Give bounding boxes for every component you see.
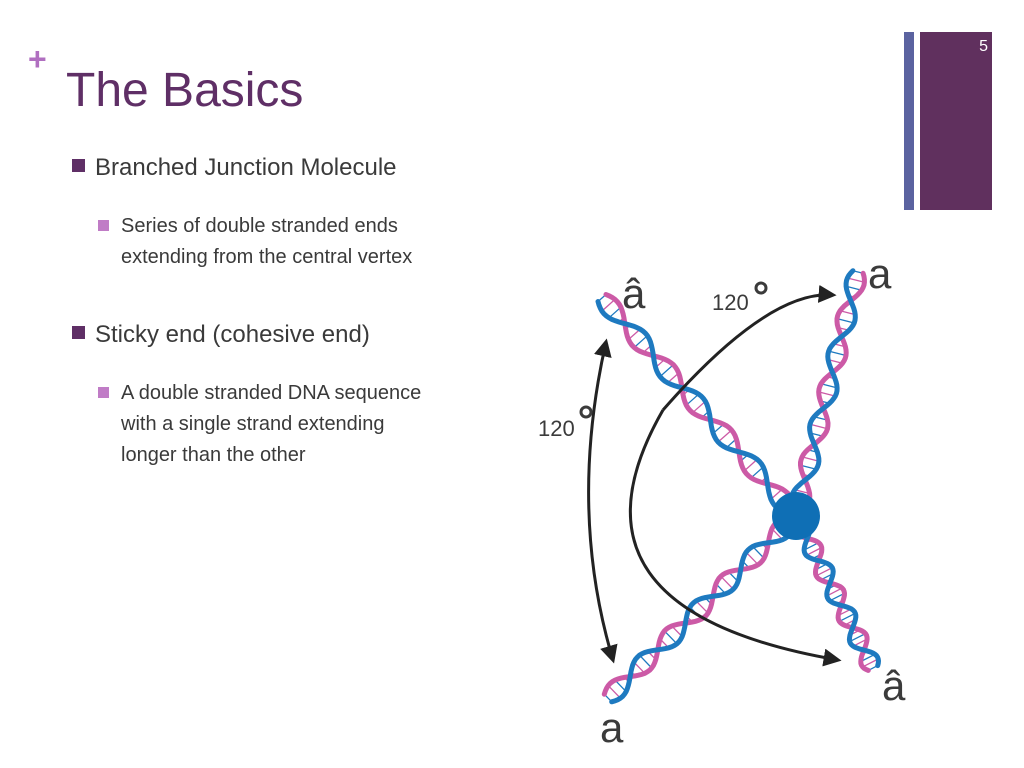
base-pair (839, 612, 856, 622)
subbullet-line: longer than the other (121, 444, 306, 466)
base-pair (836, 317, 855, 324)
base-pair (720, 575, 734, 590)
base-pair (717, 429, 733, 443)
subbullet-dna-sequence: A double stranded DNA sequence with a si… (98, 378, 421, 471)
degree-symbol-icon (579, 405, 593, 419)
base-pair (663, 630, 678, 645)
base-pair (743, 458, 758, 472)
dna-strand-arm-3 (601, 513, 799, 697)
subbullet-line: extending from the central vertex (121, 246, 413, 268)
plus-mark-icon: + (28, 41, 47, 77)
arrow-right-arc (628, 409, 842, 667)
bullet-text: Sticky end (cohesive end) (95, 321, 370, 348)
degree-symbol-icon (754, 281, 768, 295)
dna-strand-arm-2 (793, 270, 867, 519)
angle-label-left: 120 (538, 416, 575, 441)
base-pair (847, 277, 865, 283)
bullet-branched-junction: Branched Junction Molecule (72, 153, 397, 183)
angle-label-top: 120 (712, 290, 749, 315)
base-pair (849, 633, 866, 643)
base-pair (607, 685, 621, 699)
base-pair (862, 658, 879, 668)
base-pair (685, 393, 700, 406)
square-bullet-icon (72, 159, 85, 172)
base-pair (601, 298, 616, 312)
base-pair (805, 546, 822, 556)
label-top-left: â (622, 270, 646, 317)
subbullet-series: Series of double stranded ends extending… (98, 211, 412, 273)
base-pair (695, 600, 709, 614)
slide-title: The Basics (66, 64, 304, 117)
subbullet-line: A double stranded DNA sequence (121, 382, 422, 404)
base-pair (633, 335, 648, 348)
base-pair (815, 567, 833, 577)
base-pair (745, 551, 759, 566)
base-pair (639, 654, 653, 669)
base-pair (692, 400, 706, 414)
dna-strand-arm-4 (790, 513, 871, 673)
base-pair (826, 587, 843, 597)
base-pair (828, 350, 847, 357)
base-pair (818, 391, 836, 397)
square-bullet-icon (98, 387, 109, 398)
base-pair (801, 456, 820, 462)
label-bottom-left: a (600, 704, 624, 750)
page-number: 5 (979, 38, 988, 55)
base-pair (752, 546, 765, 559)
dna-strand-arm-4 (793, 513, 882, 669)
central-vertex (772, 492, 820, 540)
subbullet-line: Series of double stranded ends (121, 215, 398, 237)
arrow-top-arc (661, 284, 837, 411)
label-bottom-right: â (882, 662, 906, 709)
base-pair (809, 423, 828, 430)
dna-strands (595, 268, 882, 705)
base-pair (750, 466, 764, 479)
dna-strand-arm-1 (595, 299, 799, 519)
dna-strand-arm-2 (788, 268, 858, 519)
dna-strand-arm-3 (609, 513, 799, 705)
accent-bar-thin (904, 32, 914, 210)
branched-junction-diagram: â a a â 120 120 (538, 250, 906, 750)
base-pair (800, 464, 817, 470)
dna-strand-arm-1 (603, 292, 799, 519)
base-pair (659, 364, 674, 378)
square-bullet-icon (72, 326, 85, 339)
square-bullet-icon (98, 220, 109, 231)
bullet-text: Branched Junction Molecule (95, 154, 397, 181)
label-top-right: a (868, 250, 892, 297)
arrow-left-arc (587, 338, 618, 664)
bullet-sticky-end: Sticky end (cohesive end) (72, 320, 370, 350)
base-pair (820, 383, 838, 389)
subbullet-line: with a single strand extending (121, 413, 385, 435)
accent-bar-thick (920, 32, 992, 210)
